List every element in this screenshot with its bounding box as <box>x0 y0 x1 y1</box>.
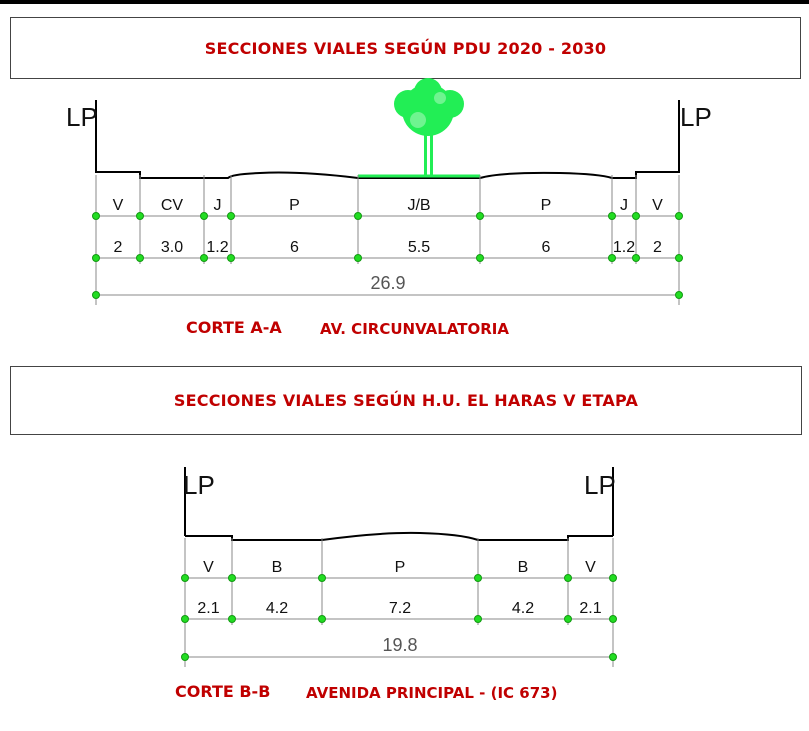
section2-dimension-grid: V 2.1 B 4.2 P 7.2 B 4.2 V 2.1 <box>181 538 617 667</box>
lane-width: 1.2 <box>613 239 635 256</box>
lane-label: J/B <box>407 197 430 214</box>
dimension-marker <box>318 574 326 582</box>
lane-label: J <box>214 197 222 214</box>
dimension-marker <box>609 574 617 582</box>
lane-label: V <box>652 197 663 214</box>
lane-label: V <box>203 559 214 576</box>
dimension-marker <box>181 653 189 661</box>
lane-width: 4.2 <box>266 600 288 617</box>
section1-total-width: 26.9 <box>370 273 405 293</box>
dimension-marker <box>632 254 640 262</box>
dimension-marker <box>476 212 484 220</box>
dimension-marker <box>354 254 362 262</box>
section1-caption-code: CORTE A-A <box>186 318 282 337</box>
section1-dimension-grid: V 2 CV 3.0 J 1.2 P 6 J/B 5.5 P 6 J 1.2 V 2 <box>92 175 683 305</box>
lane-label: P <box>289 197 300 214</box>
dimension-marker <box>92 291 100 299</box>
dimension-marker <box>318 615 326 623</box>
section2-caption-code: CORTE B-B <box>175 682 271 701</box>
lane-width: 3.0 <box>161 239 183 256</box>
lane-width: 2 <box>114 239 123 256</box>
section1-lp-right: LP <box>680 102 712 132</box>
lane-width: 4.2 <box>512 600 534 617</box>
dimension-marker <box>200 212 208 220</box>
dimension-marker <box>227 254 235 262</box>
dimension-marker <box>136 254 144 262</box>
section2-lp-left: LP <box>183 470 215 500</box>
section2-caption-name: AVENIDA PRINCIPAL - (IC 673) <box>306 684 558 702</box>
lane-width: 1.2 <box>206 239 228 256</box>
lane-label: J <box>620 197 628 214</box>
dimension-marker <box>181 615 189 623</box>
dimension-marker <box>474 615 482 623</box>
dimension-marker <box>675 291 683 299</box>
section1-banner: SECCIONES VIALES SEGÚN PDU 2020 - 2030 <box>10 17 801 79</box>
section2-total-width: 19.8 <box>382 635 417 655</box>
dimension-marker <box>608 212 616 220</box>
lane-label: V <box>113 197 124 214</box>
dimension-marker <box>228 615 236 623</box>
median-tree-icon <box>394 78 464 176</box>
lane-width: 6 <box>290 239 299 256</box>
dimension-marker <box>609 653 617 661</box>
dimension-marker <box>200 254 208 262</box>
dimension-marker <box>476 254 484 262</box>
lane-label: P <box>395 559 406 576</box>
lane-label: P <box>541 197 552 214</box>
top-border <box>0 0 809 4</box>
lane-width: 5.5 <box>408 239 430 256</box>
dimension-marker <box>228 574 236 582</box>
section1-caption-name: AV. CIRCUNVALATORIA <box>320 320 509 338</box>
dimension-marker <box>609 615 617 623</box>
lane-width: 6 <box>542 239 551 256</box>
section1-profile <box>95 100 680 179</box>
lane-width: 2.1 <box>197 600 219 617</box>
lane-width: 2.1 <box>579 600 601 617</box>
dimension-marker <box>92 254 100 262</box>
dimension-marker <box>675 254 683 262</box>
dimension-marker <box>136 212 144 220</box>
dimension-marker <box>92 212 100 220</box>
lane-label: B <box>272 559 283 576</box>
dimension-marker <box>354 212 362 220</box>
dimension-marker <box>675 212 683 220</box>
lane-width: 2 <box>653 239 662 256</box>
section2-profile <box>184 467 614 541</box>
dimension-marker <box>564 615 572 623</box>
lane-label: B <box>518 559 529 576</box>
dimension-marker <box>474 574 482 582</box>
dimension-marker <box>227 212 235 220</box>
lane-width: 7.2 <box>389 600 411 617</box>
dimension-marker <box>564 574 572 582</box>
dimension-marker <box>608 254 616 262</box>
section2-banner: SECCIONES VIALES SEGÚN H.U. EL HARAS V E… <box>10 366 802 435</box>
lane-label: V <box>585 559 596 576</box>
section2-lp-right: LP <box>584 470 616 500</box>
dimension-marker <box>632 212 640 220</box>
section1-lp-left: LP <box>66 102 98 132</box>
lane-label: CV <box>161 197 184 214</box>
dimension-marker <box>181 574 189 582</box>
